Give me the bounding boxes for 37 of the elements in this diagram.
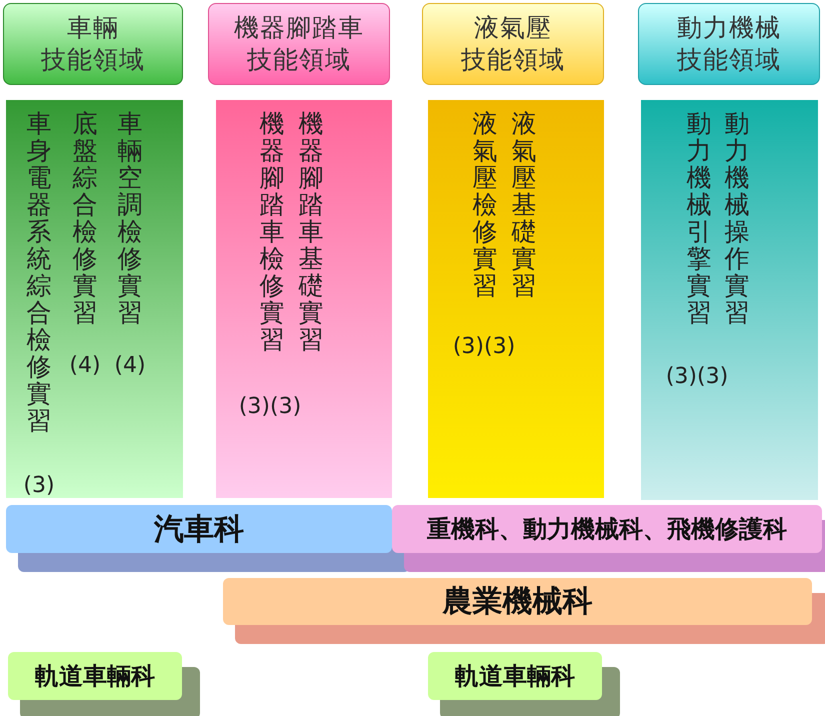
course-column bbox=[428, 100, 604, 498]
course-column bbox=[6, 100, 183, 498]
department-name: 汽車科 bbox=[154, 510, 244, 548]
department-name: 重機科、動力機械科、飛機修護科 bbox=[427, 514, 787, 545]
header-text: 動力機械技能領域 bbox=[677, 12, 781, 76]
department-bar bbox=[392, 505, 822, 553]
header-text: 液氣壓技能領域 bbox=[461, 12, 565, 76]
header-text: 機器腳踏車技能領域 bbox=[234, 12, 364, 76]
credit-count: (3)(3) bbox=[452, 336, 516, 358]
course-name: 液氣壓檢修實習 bbox=[472, 110, 498, 299]
credit-count: (4) bbox=[69, 355, 101, 377]
skill-area-header bbox=[208, 3, 390, 85]
skill-area-header bbox=[422, 3, 604, 85]
department-bar bbox=[8, 652, 182, 700]
course-name: 動力機械引擎實習 bbox=[686, 110, 712, 326]
department-name: 軌道車輛科 bbox=[35, 661, 155, 692]
credit-count: (3) bbox=[23, 475, 55, 497]
header-text: 車輛技能領域 bbox=[41, 12, 145, 76]
course-name: 動力機械操作實習 bbox=[724, 110, 750, 326]
course-name: 機器腳踏車基礎實習 bbox=[298, 110, 324, 353]
skill-area-header bbox=[638, 3, 820, 85]
department-name: 農業機械科 bbox=[442, 583, 592, 621]
course-name: 機器腳踏車檢修實習 bbox=[260, 110, 284, 353]
skill-area-header bbox=[3, 3, 183, 85]
course-name: 底盤綜合檢修實習 bbox=[72, 110, 98, 326]
credit-count: (4) bbox=[114, 355, 146, 377]
department-bar bbox=[223, 578, 812, 625]
course-name: 車身電器系統綜合檢修實習 bbox=[26, 110, 52, 434]
course-name: 車輛空調檢修實習 bbox=[118, 110, 142, 326]
credit-count: (3)(3) bbox=[666, 366, 728, 388]
department-name: 軌道車輛科 bbox=[455, 661, 575, 692]
department-bar bbox=[428, 652, 602, 700]
department-bar bbox=[6, 505, 392, 553]
course-column bbox=[216, 100, 392, 498]
course-column bbox=[641, 100, 818, 500]
credit-count: (3)(3) bbox=[238, 396, 302, 418]
course-name: 液氣壓基礎實習 bbox=[512, 110, 536, 299]
